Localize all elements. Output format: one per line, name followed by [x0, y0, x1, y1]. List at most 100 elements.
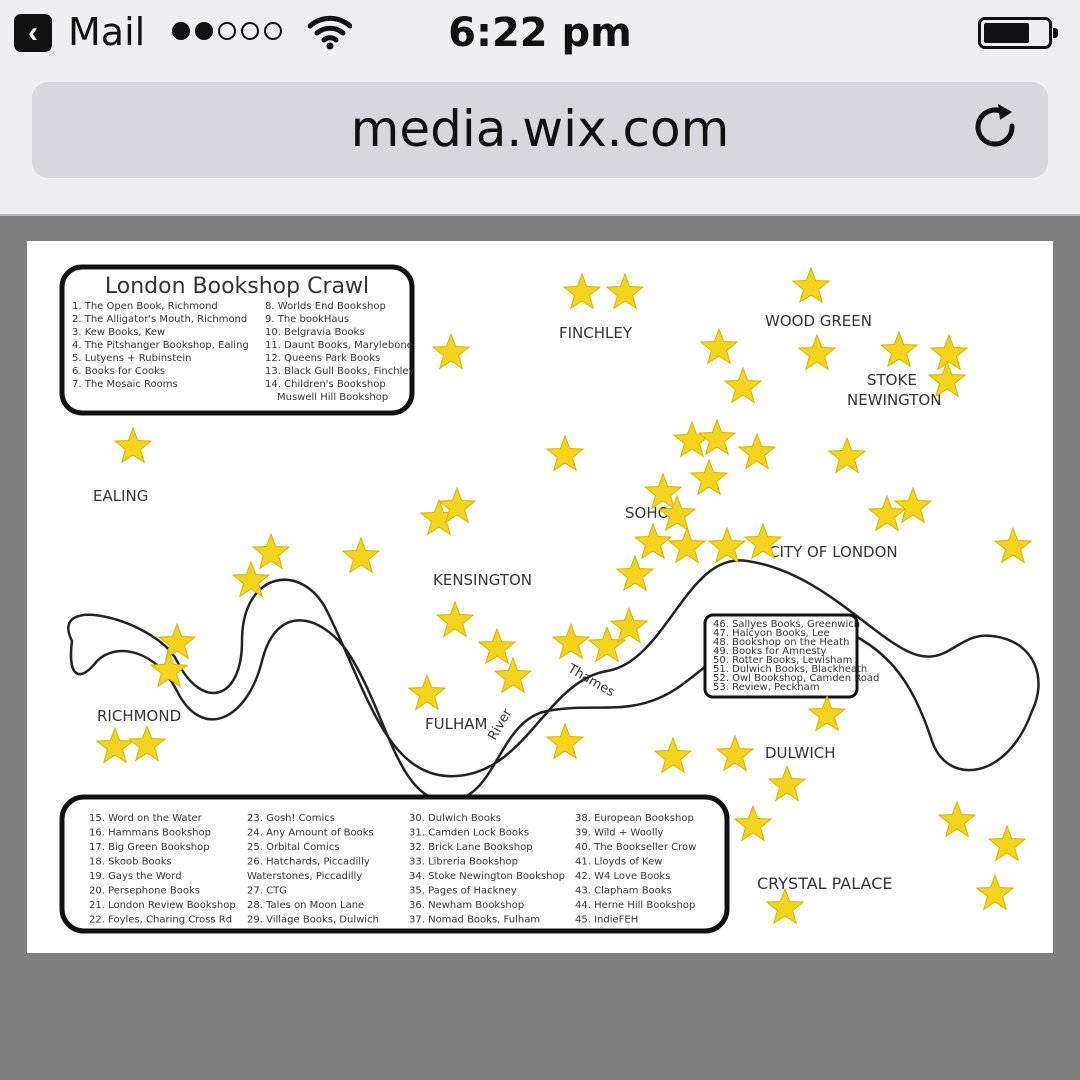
- legend-bottom-item: 41. Lloyds of Kew: [575, 857, 662, 868]
- legend-top-item: 1. The Open Book, Richmond: [72, 301, 218, 312]
- status-bar: ‹ Mail 6:22 pm: [0, 0, 1080, 70]
- star-marker: [551, 622, 591, 660]
- star-marker: [975, 873, 1015, 911]
- legend-bottom-item: 29. Village Books, Dulwich: [247, 915, 379, 926]
- legend-top-item: 13. Black Gull Books, Finchley: [265, 366, 415, 377]
- legend-small-item: 51. Dulwich Books, Blackheath: [713, 664, 867, 675]
- legend-bottom-item: 22. Foyles, Charing Cross Rd: [89, 915, 232, 926]
- star-marker: [437, 486, 477, 524]
- star-marker: [707, 526, 747, 564]
- star-marker: [587, 625, 627, 663]
- legend-bottom-item: 37. Nomad Books, Fulham: [409, 915, 540, 926]
- legend-bottom-item: 27. CTG: [247, 886, 287, 897]
- legend-bottom-item: 34. Stoke Newington Bookshop: [409, 871, 565, 882]
- legend-bottom-item: 21. London Review Bookshop: [89, 900, 236, 911]
- legend-top-item: 3. Kew Books, Kew: [72, 327, 165, 338]
- star-marker: [231, 560, 271, 598]
- star-marker: [149, 650, 189, 688]
- legend-bottom-item: 40. The Bookseller Crow: [575, 842, 696, 853]
- legend-bottom-item: Waterstones, Piccadilly: [247, 871, 362, 882]
- area-label-richmond: RICHMOND: [97, 707, 181, 725]
- legend-bottom-item: 30. Dulwich Books: [409, 813, 501, 824]
- legend-top-item: Muswell Hill Bookshop: [277, 392, 388, 403]
- star-marker: [927, 360, 967, 398]
- legend-bottom-item: 32. Brick Lane Bookshop: [409, 842, 533, 853]
- legend-small-item: 52. Owl Bookshop, Camden Road: [713, 673, 879, 684]
- legend-top-item: 11. Daunt Books, Marylebone: [265, 340, 413, 351]
- star-marker: [737, 432, 777, 470]
- legend-bottom-item: 33. Libreria Bookshop: [409, 857, 518, 868]
- signal-strength-icon: [172, 22, 282, 40]
- wifi-icon: [307, 14, 353, 55]
- legend-small-item: 53. Review, Peckham: [713, 682, 819, 693]
- star-marker: [615, 554, 655, 592]
- star-marker: [689, 458, 729, 496]
- star-marker: [987, 824, 1027, 862]
- legend-top-item: 9. The bookHaus: [265, 314, 349, 325]
- legend-top-item: 7. The Mosaic Rooms: [72, 379, 178, 390]
- star-marker: [697, 418, 737, 456]
- star-marker: [477, 627, 517, 665]
- legend-bottom-item: 16. Hammans Bookshop: [89, 828, 211, 839]
- star-marker: [95, 726, 135, 764]
- area-label-soho: SOHO: [625, 504, 669, 522]
- back-arrow-icon[interactable]: ‹: [14, 14, 52, 52]
- star-marker: [867, 494, 907, 532]
- legend-bottom-item: 43. Clapham Books: [575, 886, 672, 897]
- star-marker: [765, 887, 805, 925]
- star-marker: [929, 333, 969, 371]
- legend-bottom-item: 38. European Bookshop: [575, 813, 694, 824]
- bookshop-map-image: River Thames London Bookshop Crawl 1. Th…: [27, 241, 1053, 953]
- star-marker: [807, 694, 847, 732]
- legend-bottom-item: 44. Herne Hill Bookshop: [575, 900, 695, 911]
- star-marker: [633, 522, 673, 560]
- legend-bottom-item: 42. W4 Love Books: [575, 871, 670, 882]
- address-bar[interactable]: media.wix.com: [32, 82, 1048, 178]
- star-marker: [767, 764, 807, 802]
- area-label-stoke: STOKE: [867, 371, 917, 389]
- legend-small: 46. Sallyes Books, Greenwich 47. Halcyon…: [703, 613, 879, 699]
- star-marker: [827, 436, 867, 474]
- area-label-ealing: EALING: [93, 487, 148, 505]
- star-marker: [341, 536, 381, 574]
- star-marker: [605, 272, 645, 310]
- star-marker: [879, 330, 919, 368]
- star-marker: [893, 486, 933, 524]
- river-thames: River Thames: [67, 559, 1040, 803]
- clock: 6:22 pm: [448, 10, 632, 56]
- back-to-app-label[interactable]: Mail: [68, 10, 146, 54]
- legend-top-item: 12. Queens Park Books: [265, 353, 380, 364]
- legend-bottom-item: 24. Any Amount of Books: [247, 828, 374, 839]
- legend-top-item: 8. Worlds End Bookshop: [265, 301, 386, 312]
- reload-icon[interactable]: [970, 102, 1022, 159]
- legend-small-item: 50. Rotter Books, Lewisham: [713, 655, 852, 666]
- area-label-city: CITY OF LONDON: [769, 543, 898, 561]
- star-marker: [157, 622, 197, 660]
- star-marker: [653, 736, 693, 774]
- legend-top-item: 10. Belgravia Books: [265, 327, 365, 338]
- bookshop-markers: [95, 266, 1033, 925]
- map-title: London Bookshop Crawl: [105, 274, 369, 299]
- legend-small-item: 47. Halcyon Books, Lee: [713, 628, 830, 639]
- star-marker: [791, 266, 831, 304]
- area-label-dulwich: DULWICH: [765, 744, 836, 762]
- star-marker: [127, 724, 167, 762]
- legend-top-item: 14. Children's Bookshop: [265, 379, 386, 390]
- area-label-fulham: FULHAM: [425, 715, 487, 733]
- legend-bottom-item: 28. Tales on Moon Lane: [247, 900, 364, 911]
- legend-bottom-item: 20. Persephone Books: [89, 886, 200, 897]
- star-marker: [672, 420, 712, 458]
- star-marker: [609, 606, 649, 644]
- legend-bottom-item: 36. Newham Bookshop: [409, 900, 524, 911]
- legend-top-item: 5. Lutyens + Rubinstein: [72, 353, 191, 364]
- area-label-wood-green: WOOD GREEN: [765, 312, 872, 330]
- legend-bottom-item: 25. Orbital Comics: [247, 842, 340, 853]
- legend-bottom-item: 18. Skoob Books: [89, 857, 172, 868]
- legend-bottom-item: 17. Big Green Bookshop: [89, 842, 210, 853]
- star-marker: [113, 426, 153, 464]
- url-text[interactable]: media.wix.com: [350, 100, 730, 158]
- star-marker: [993, 526, 1033, 564]
- star-marker: [545, 434, 585, 472]
- star-marker: [723, 366, 763, 404]
- star-marker: [407, 673, 447, 711]
